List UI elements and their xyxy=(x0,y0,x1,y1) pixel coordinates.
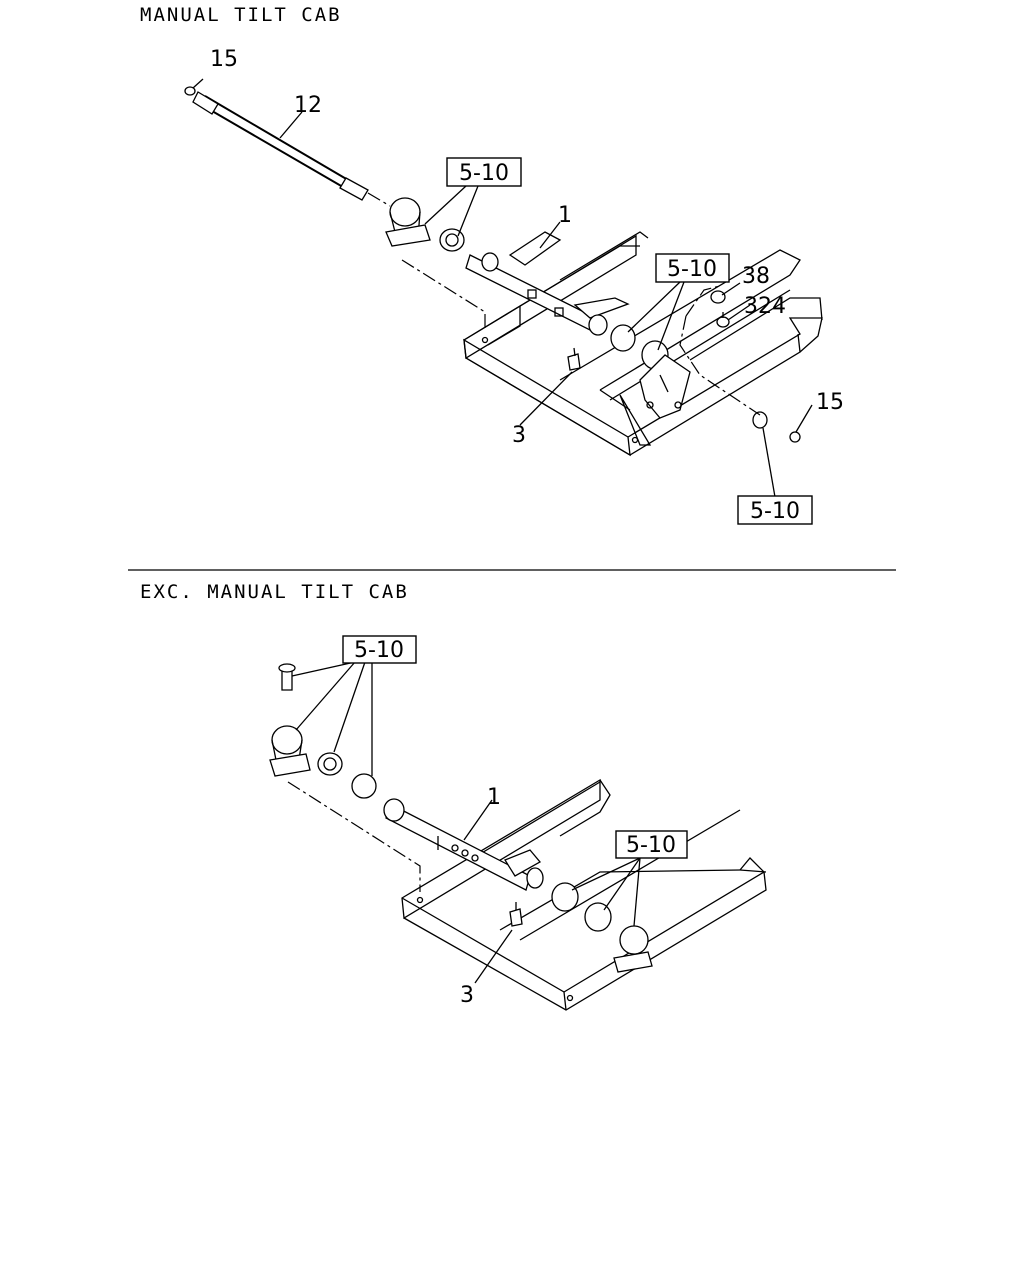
ref-box-5-10-bottom-1: 5-10 xyxy=(342,635,417,664)
bracket-left-bottom xyxy=(269,663,377,799)
ref-box-5-10-top-2: 5-10 xyxy=(655,253,730,283)
callout-15-top-right: 15 xyxy=(816,390,844,415)
leader-lines-top xyxy=(192,78,813,498)
grease-nipple-part-3-top xyxy=(567,347,581,371)
leader-lines-bottom xyxy=(287,661,641,984)
callout-12: 12 xyxy=(294,93,322,118)
callout-324: 324 xyxy=(744,294,786,319)
cross-shaft-part-1-bottom xyxy=(383,798,544,891)
torsion-bar-part-12 xyxy=(192,91,369,201)
callout-1-bottom: 1 xyxy=(487,785,501,810)
section-heading-manual-tilt-cab: MANUAL TILT CAB xyxy=(140,4,342,26)
callout-15-top-left: 15 xyxy=(210,47,238,72)
grease-nipple-part-3-bottom xyxy=(509,902,523,927)
cross-shaft-part-1-top xyxy=(465,231,669,370)
section-heading-exc-manual-tilt-cab: EXC. MANUAL TILT CAB xyxy=(140,581,409,603)
bracket-left-top xyxy=(385,197,465,252)
svg-text:5-10: 5-10 xyxy=(750,499,800,524)
svg-text:5-10: 5-10 xyxy=(354,638,404,663)
snap-ring-15-right xyxy=(752,411,801,443)
callout-1-top: 1 xyxy=(558,203,572,228)
bolt-part-324 xyxy=(716,312,730,328)
svg-text:5-10: 5-10 xyxy=(459,161,509,186)
callout-3-bottom: 3 xyxy=(460,983,474,1008)
bracket-right-top xyxy=(639,354,691,419)
callout-38: 38 xyxy=(742,264,770,289)
ref-box-5-10-top-1: 5-10 xyxy=(446,157,522,187)
callout-3-top: 3 xyxy=(512,423,526,448)
ref-box-5-10-top-3: 5-10 xyxy=(737,495,813,525)
frame-rails-bottom xyxy=(401,778,767,1011)
ref-box-5-10-bottom-2: 5-10 xyxy=(615,830,688,859)
nut-part-38 xyxy=(710,290,726,304)
svg-text:5-10: 5-10 xyxy=(667,257,717,282)
snap-ring-15-left xyxy=(184,86,196,96)
svg-text:5-10: 5-10 xyxy=(626,833,676,858)
